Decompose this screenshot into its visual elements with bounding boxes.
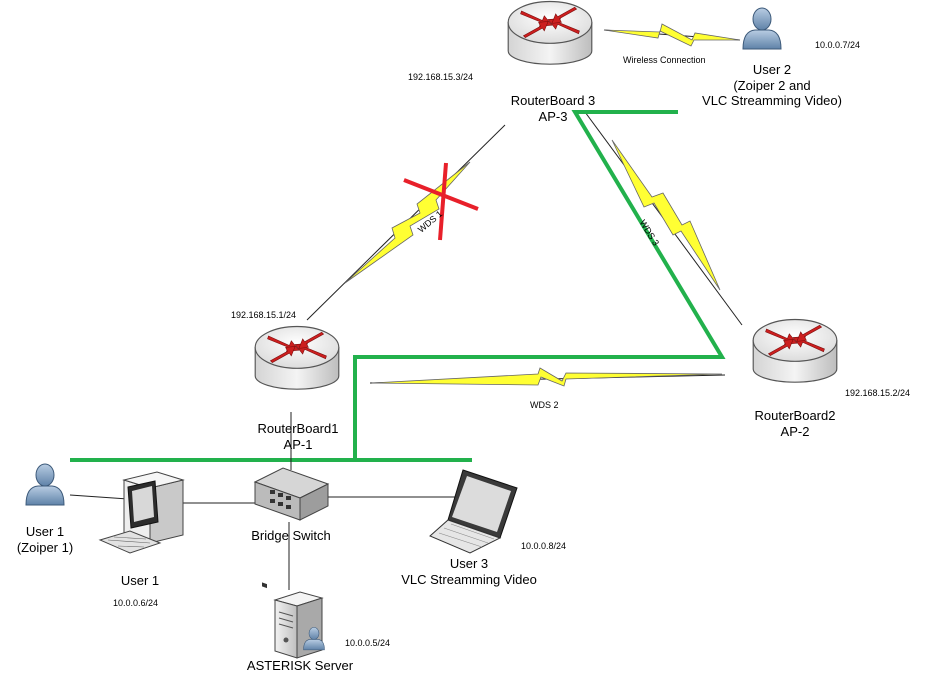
user2-line3: VLC Streamming Video) — [702, 93, 842, 109]
routerboard1-ip: 192.168.15.1/24 — [231, 310, 297, 320]
routerboard2-label: RouterBoard2 AP-2 — [755, 408, 836, 439]
user1-pc-ip: 10.0.0.6/24 — [113, 598, 159, 608]
wired-lines — [69, 412, 460, 590]
routerboard3-ip: 192.168.15.3/24 — [408, 72, 474, 82]
wireless-lightning-icon — [603, 23, 741, 47]
wds3-link — [584, 111, 743, 326]
wds1-broken-x-icon — [403, 162, 479, 241]
routerboard2-ap: AP-2 — [780, 423, 810, 439]
bridge-switch-icon — [253, 467, 330, 589]
asterisk-server-icon — [273, 591, 325, 659]
user2-person-icon — [742, 7, 782, 50]
user3-name: User 3 — [449, 556, 489, 571]
user1-person-label: User 1 (Zoiper 1) — [17, 524, 73, 555]
user3-line2: VLC Streamming Video — [401, 571, 537, 587]
lan-green-lines — [70, 110, 726, 462]
user1-person-line2: (Zoiper 1) — [16, 539, 74, 555]
user3-laptop-icon — [429, 469, 518, 554]
routerboard1-label: RouterBoard1 AP-1 — [258, 421, 339, 452]
routerboard3-ap: AP-3 — [538, 108, 568, 124]
routerboard2-ip: 192.168.15.2/24 — [845, 388, 911, 398]
wds1-link — [306, 124, 506, 321]
asterisk-server-label: ASTERISK Server — [246, 658, 354, 673]
routerboard3-router-icon — [507, 0, 593, 65]
wireless-connection-link — [603, 23, 741, 47]
routerboard2-name: RouterBoard2 — [754, 408, 836, 423]
user2-line2: (Zoiper 2 and — [733, 77, 811, 93]
user3-ip: 10.0.0.8/24 — [521, 541, 567, 551]
wds2-link — [369, 367, 726, 387]
user1-person-icon — [25, 463, 65, 506]
user1-person-name: User 1 — [25, 524, 65, 539]
user1-pc-name: User 1 — [120, 573, 160, 588]
user2-label: User 2 (Zoiper 2 and VLC Streamming Vide… — [702, 62, 842, 109]
wireless-connection-label: Wireless Connection — [623, 55, 706, 65]
wds2-lightning-icon — [371, 367, 723, 387]
routerboard1-router-icon — [254, 325, 340, 390]
asterisk-ip: 10.0.0.5/24 — [345, 638, 391, 648]
bridge-switch-label: Bridge Switch — [251, 528, 331, 543]
routerboard1-name: RouterBoard1 — [257, 421, 339, 436]
user2-name: User 2 — [752, 62, 792, 77]
user1-desktop-pc-icon — [98, 471, 185, 554]
wds2-label: WDS 2 — [530, 400, 559, 410]
routerboard3-label: RouterBoard 3 AP-3 — [511, 93, 596, 124]
wds3-lightning-icon — [611, 139, 721, 291]
user2-ip: 10.0.0.7/24 — [815, 40, 861, 50]
user3-label: User 3 VLC Streamming Video — [401, 556, 537, 587]
routerboard1-ap: AP-1 — [283, 436, 313, 452]
routerboard2-router-icon — [752, 318, 838, 383]
routerboard3-name: RouterBoard 3 — [510, 93, 596, 108]
